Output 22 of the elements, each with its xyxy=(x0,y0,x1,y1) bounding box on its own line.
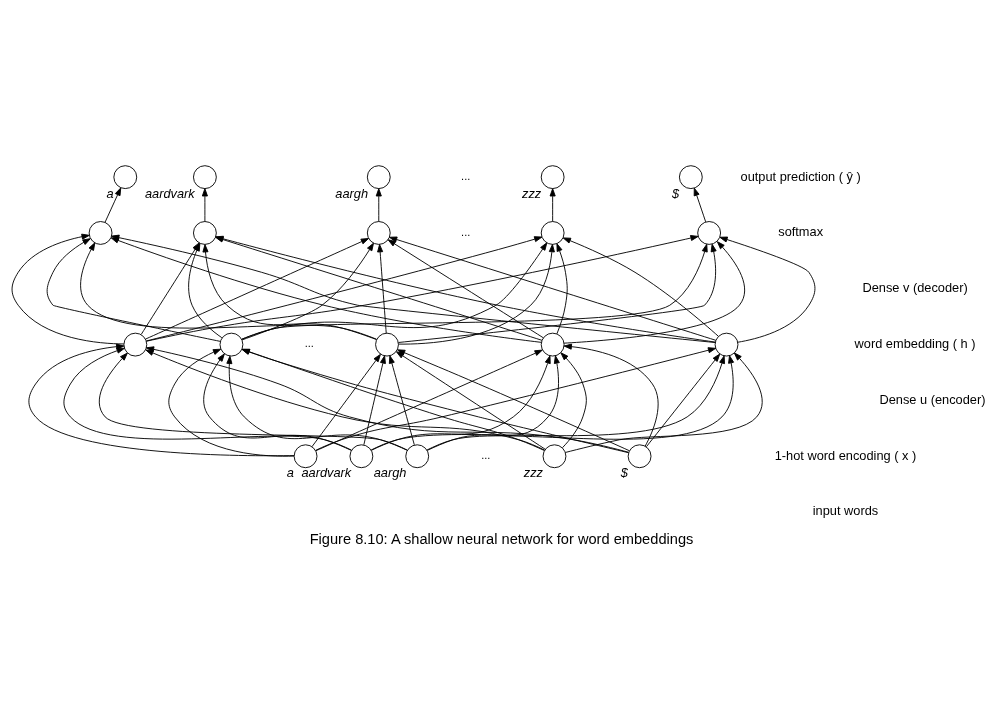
node-label: $ xyxy=(620,465,628,481)
node-label: a xyxy=(286,465,294,481)
node-label: aargh xyxy=(335,185,369,201)
label: word embedding ( h ) xyxy=(854,335,976,351)
label: input words xyxy=(812,503,879,519)
label: ... xyxy=(481,449,491,462)
node-label: zzz xyxy=(521,185,542,201)
node-label: aardvark xyxy=(301,465,352,481)
node-label: aardvark xyxy=(144,185,195,201)
label: 1-hot word encoding ( x ) xyxy=(774,447,917,463)
label: softmax xyxy=(778,224,824,240)
label: Dense v (decoder) xyxy=(862,280,968,296)
node-label: aargh xyxy=(373,465,407,481)
node-label: a xyxy=(106,185,114,201)
label: ... xyxy=(461,169,471,182)
node-label: zzz xyxy=(523,465,544,481)
label: ... xyxy=(304,337,314,350)
node-label: $ xyxy=(672,185,680,201)
label: ... xyxy=(461,225,471,238)
label: output prediction ( ŷ ) xyxy=(740,168,861,184)
caption: Figure 8.10: A shallow neural network for word embeddings xyxy=(309,530,694,547)
label: Dense u (encoder) xyxy=(879,391,986,407)
